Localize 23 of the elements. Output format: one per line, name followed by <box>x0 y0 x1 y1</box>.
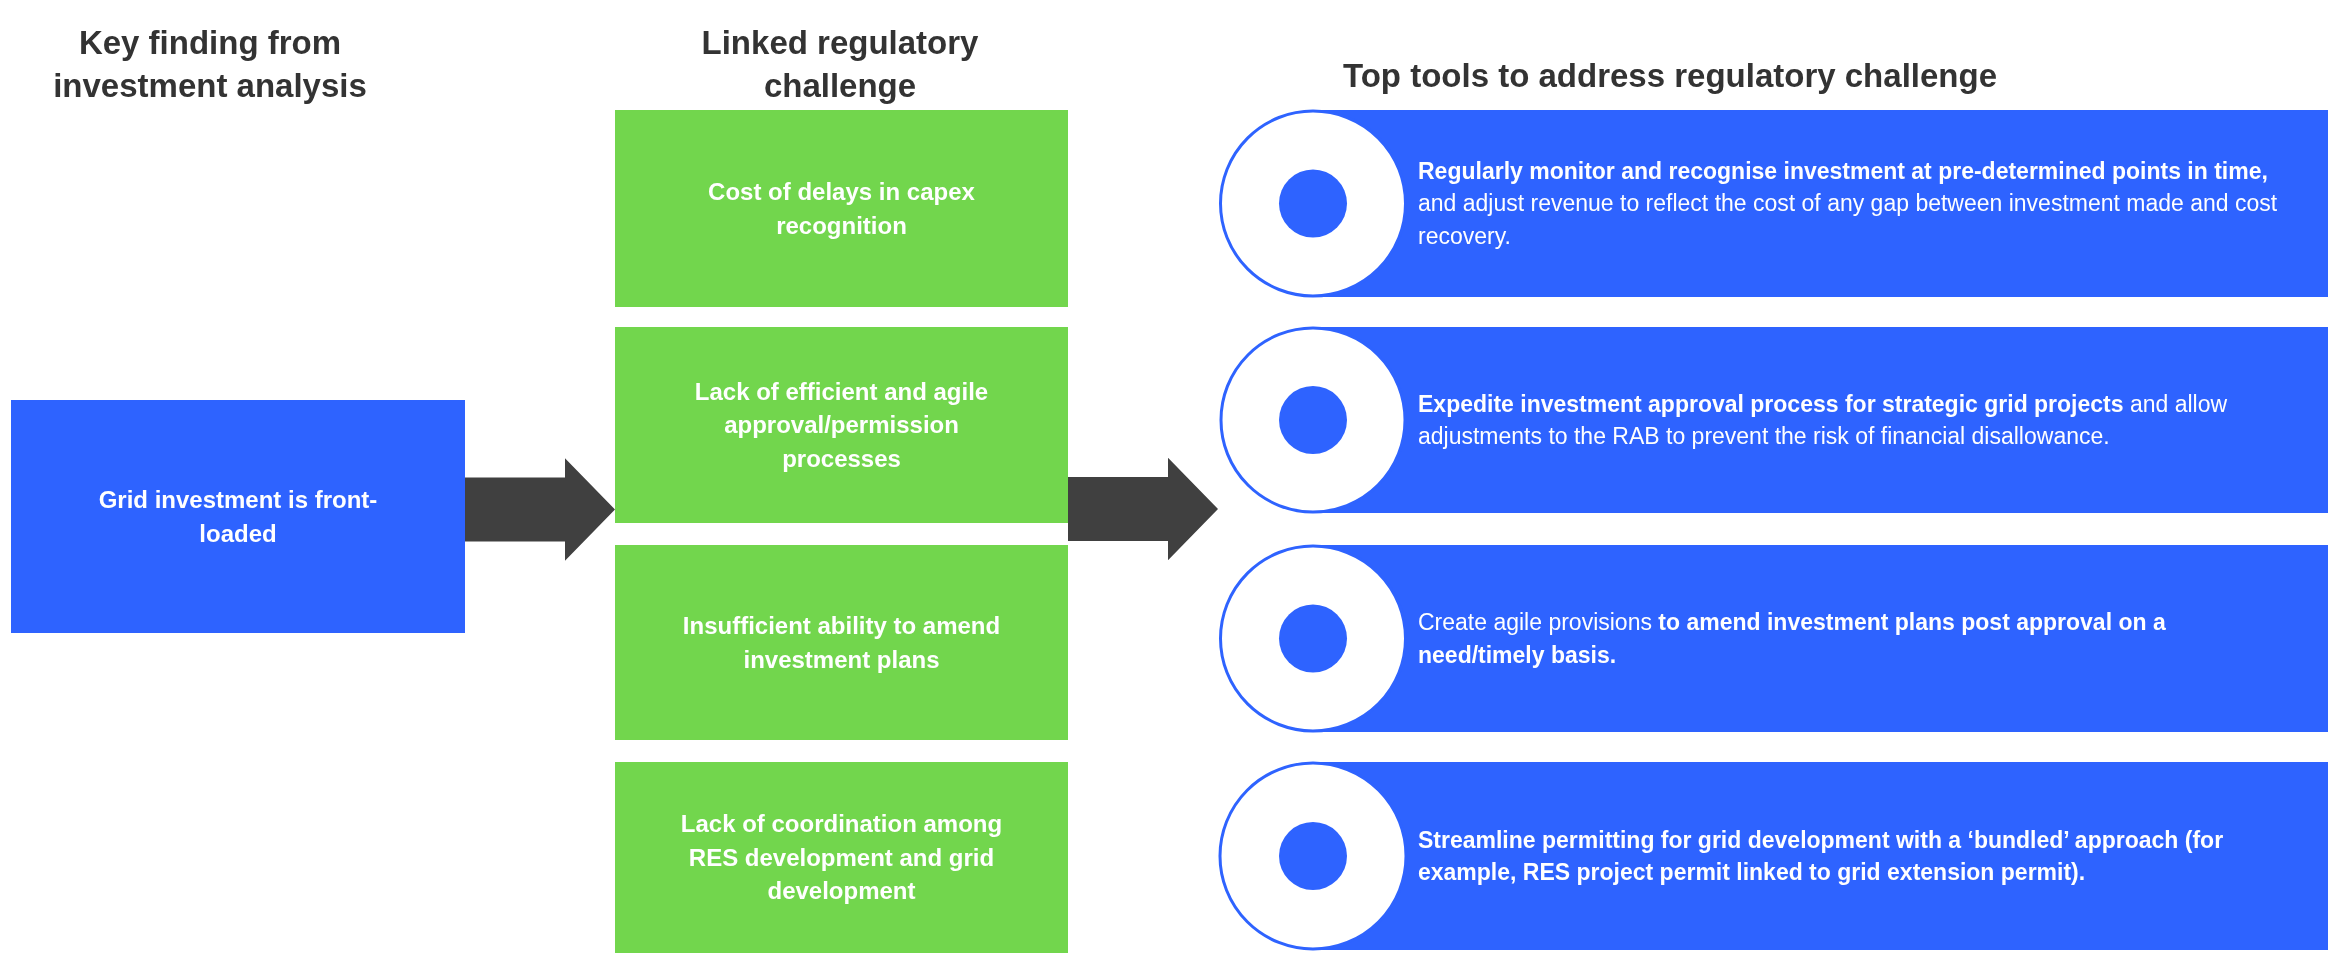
tool-band <box>1218 762 2328 950</box>
tool-band <box>1218 327 2328 513</box>
tool-description: Create agile provisions to amend investment plans post approval on a need/timely basis. <box>1418 608 2167 670</box>
tool-description: Streamline permitting for grid development with a ‘bundled’ approach (for example, RES project permit linked to grid extension permit). <box>1418 825 2225 887</box>
block-arrow <box>1068 457 1218 561</box>
challenge-box <box>615 327 1068 523</box>
column-heading: Top tools to address regulatory challenge <box>1342 56 1998 96</box>
challenge-box <box>615 762 1068 953</box>
tool-description: Regularly monitor and recognise investment at pre-determined points in time, and adjust revenue to reflect the cost of any gap between investment made and cost recovery. <box>1418 157 2279 251</box>
tool-band <box>1218 110 2328 297</box>
tool-band <box>1218 545 2328 732</box>
column-heading: Linked regulatory challenge <box>700 23 980 106</box>
finding-text: Grid investment is front-loaded <box>97 484 379 549</box>
challenge-text: Insufficient ability to amend investment plans <box>681 610 1002 675</box>
block-arrow <box>465 458 615 561</box>
tool-description: Expedite investment approval process for strategic grid projects and allow adjustments to the RAB to prevent the risk of financial disallowance. <box>1418 389 2229 451</box>
challenge-box <box>615 110 1068 307</box>
finding-box <box>11 400 465 633</box>
challenge-text: Lack of efficient and agile approval/permission processes <box>693 376 990 474</box>
challenge-text: Cost of delays in capex recognition <box>707 176 976 241</box>
challenge-box <box>615 545 1068 740</box>
challenge-text: Lack of coordination among RES development and grid development <box>679 809 1004 907</box>
column-heading: Key finding from investment analysis <box>52 23 368 106</box>
